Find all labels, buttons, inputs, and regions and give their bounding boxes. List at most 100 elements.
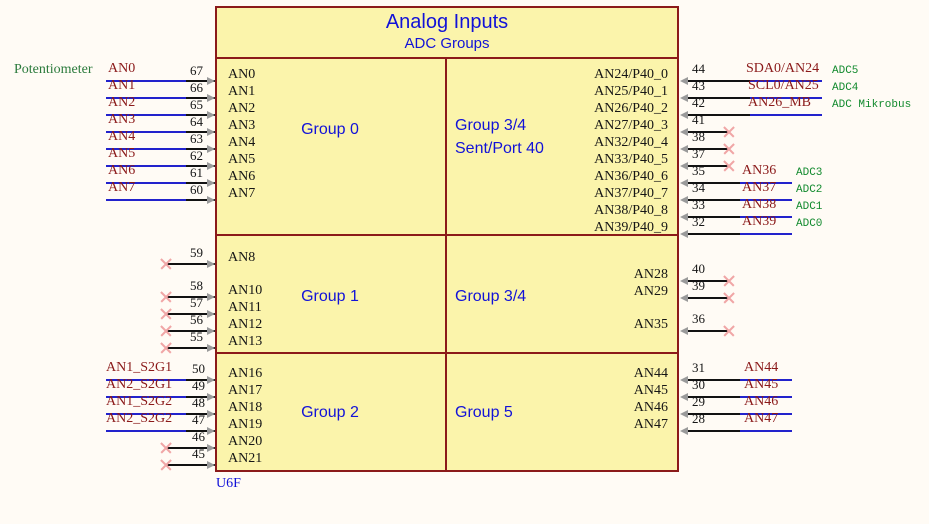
wire-an37-black — [688, 199, 740, 201]
group-label-group1: Group 1 — [301, 288, 359, 305]
pin-arrow-an38 — [680, 213, 688, 221]
wire-an28-black — [688, 280, 729, 282]
pin-number-29: 29 — [692, 394, 705, 409]
net-label-an45: AN45 — [744, 377, 779, 392]
wire-an11-black — [166, 313, 215, 315]
pin-name-an10: AN10 — [228, 283, 263, 298]
pin-arrow-an37 — [680, 196, 688, 204]
wire-an26-black — [688, 114, 750, 116]
pin-name-an1: AN1 — [228, 84, 256, 99]
divider-row1 — [215, 234, 679, 236]
net-label-an7: AN7 — [108, 180, 136, 195]
pin-number-43: 43 — [692, 78, 705, 93]
group-label-group34-mid: Group 3/4 — [455, 288, 527, 305]
wire-an45-blue — [740, 396, 792, 398]
wire-an39-blue — [740, 233, 792, 235]
wire-an7-blue — [106, 199, 186, 201]
pin-name-an47: AN47 — [633, 417, 668, 432]
pin-number-57: 57 — [190, 295, 203, 310]
annot-adc5: ADC5 — [832, 65, 859, 77]
no-connect-icon-40 — [722, 274, 736, 288]
annot-adc-mikrobus: ADC Mikrobus — [832, 99, 912, 111]
pin-arrow-an3 — [207, 128, 215, 136]
pin-name-an12: AN12 — [228, 317, 263, 332]
wire-an17-black — [186, 396, 215, 398]
pin-arrow-an17 — [207, 393, 215, 401]
pin-name-an24-p40-0: AN24/P40_0 — [594, 67, 668, 82]
pin-arrow-an5 — [207, 162, 215, 170]
wire-an46-black — [688, 413, 740, 415]
no-connect-icon-39 — [722, 291, 736, 305]
net-label-an47: AN47 — [744, 411, 779, 426]
pin-number-48: 48 — [192, 395, 205, 410]
pin-number-55: 55 — [190, 329, 203, 344]
pin-name-an44: AN44 — [633, 366, 668, 381]
wire-an6-black — [186, 182, 215, 184]
wire-an44-black — [688, 379, 740, 381]
wire-an7-black — [186, 199, 215, 201]
wire-an29-black — [688, 297, 729, 299]
wire-an19-black — [186, 430, 215, 432]
net-label-an2-s2g1: AN2_S2G1 — [106, 377, 173, 392]
pin-arrow-an21 — [207, 461, 215, 469]
pin-number-35: 35 — [692, 163, 705, 178]
wire-an1-black — [186, 97, 215, 99]
wire-an17-blue — [106, 396, 186, 398]
net-label-an39: AN39 — [742, 214, 777, 229]
wire-an18-black — [186, 413, 215, 415]
wire-an16-blue — [106, 379, 186, 381]
pin-name-an18: AN18 — [228, 400, 263, 415]
pin-name-an8: AN8 — [228, 250, 256, 265]
pin-name-an38-p40-8: AN38/P40_8 — [594, 203, 668, 218]
wire-an47-blue — [740, 430, 792, 432]
pin-arrow-an8 — [207, 260, 215, 268]
pin-number-56: 56 — [190, 312, 203, 327]
wire-an37-blue — [740, 199, 792, 201]
pin-number-45: 45 — [192, 446, 205, 461]
net-label-an44: AN44 — [744, 360, 779, 375]
pin-arrow-an29 — [680, 294, 688, 302]
pin-number-40: 40 — [692, 261, 705, 276]
pin-arrow-an35 — [680, 327, 688, 335]
pin-arrow-an0 — [207, 77, 215, 85]
annot-adc2: ADC2 — [796, 184, 823, 196]
net-label-an3: AN3 — [108, 112, 136, 127]
group-label-group34-top-sub: Sent/Port 40 — [455, 140, 544, 157]
pin-number-59: 59 — [190, 245, 203, 260]
pin-name-an21: AN21 — [228, 451, 263, 466]
wire-an6-blue — [106, 182, 186, 184]
pin-arrow-an6 — [207, 179, 215, 187]
wire-an5-blue — [106, 165, 186, 167]
net-label-an4: AN4 — [108, 129, 136, 144]
potentiometer-annotation: Potentiometer — [14, 62, 93, 77]
wire-an4-black — [186, 148, 215, 150]
wire-an24-black — [688, 80, 750, 82]
pin-number-58: 58 — [190, 278, 203, 293]
wire-an8-black — [166, 263, 215, 265]
net-label-an46: AN46 — [744, 394, 779, 409]
wire-an35-black — [688, 330, 729, 332]
pin-arrow-an2 — [207, 111, 215, 119]
pin-name-an26-p40-2: AN26/P40_2 — [594, 101, 668, 116]
pin-number-63: 63 — [190, 131, 203, 146]
pin-name-an5: AN5 — [228, 152, 256, 167]
pin-arrow-an28 — [680, 277, 688, 285]
pin-name-an7: AN7 — [228, 186, 256, 201]
pin-number-36: 36 — [692, 311, 705, 326]
pin-number-67: 67 — [190, 63, 203, 78]
annot-adc3: ADC3 — [796, 167, 823, 179]
pin-arrow-an46-ext — [680, 410, 688, 418]
net-label-an6: AN6 — [108, 163, 136, 178]
pin-name-an39-p40-9: AN39/P40_9 — [594, 220, 668, 235]
net-label-an0: AN0 — [108, 61, 136, 76]
net-label-an2-s2g2: AN2_S2G2 — [106, 411, 173, 426]
wire-an16-black — [186, 379, 215, 381]
net-label-scl0-an25: SCL0/AN25 — [748, 78, 819, 93]
net-label-an26-mb: AN26_MB — [748, 95, 812, 110]
divider-title — [215, 57, 679, 59]
annot-adc1: ADC1 — [796, 201, 823, 213]
pin-number-49: 49 — [192, 378, 205, 393]
pin-name-an37-p40-7: AN37/P40_7 — [594, 186, 668, 201]
pin-number-47: 47 — [192, 412, 205, 427]
net-label-an38: AN38 — [742, 197, 777, 212]
